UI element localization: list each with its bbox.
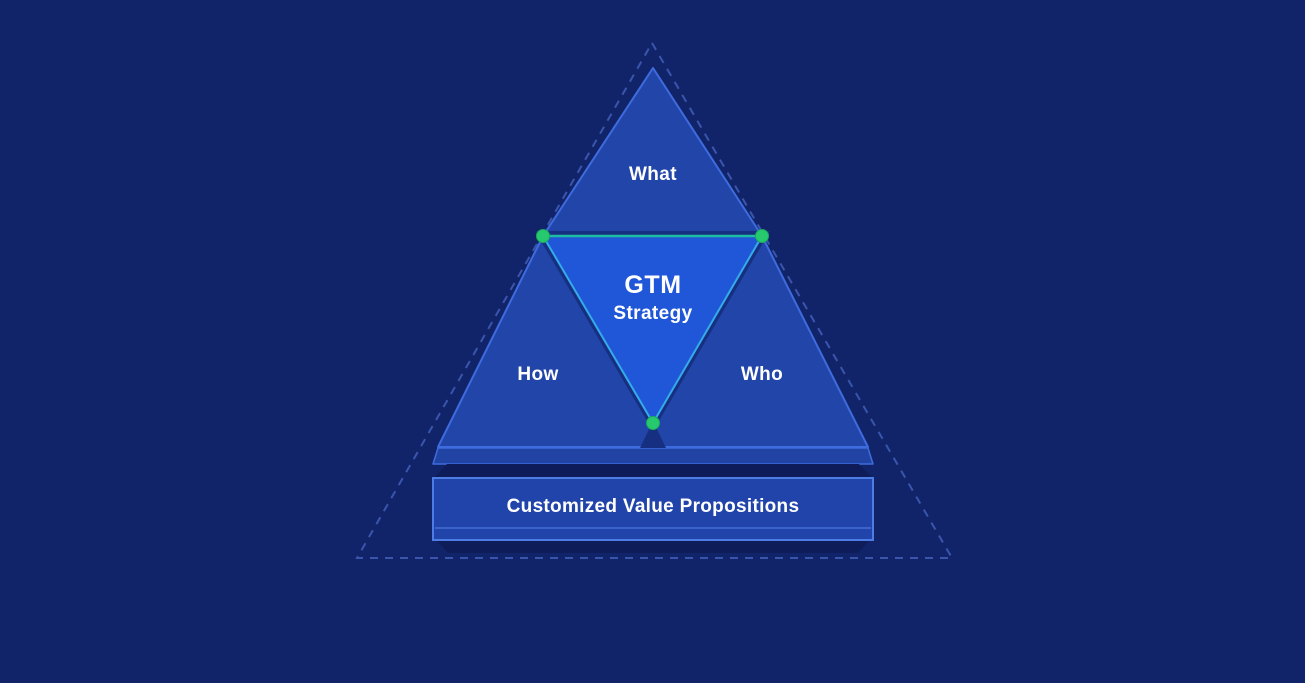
vertex-dot-right (755, 229, 769, 243)
value-propositions-bar (432, 477, 874, 541)
gtm-label: GTM (624, 271, 681, 299)
pyramid-base-strip (432, 447, 874, 465)
dashed-outline-triangle (355, 41, 954, 559)
who-label: Who (741, 364, 783, 385)
value-propositions-label: Customized Value Propositions (507, 496, 800, 517)
strategy-label: Strategy (613, 303, 692, 324)
bar-shadow (436, 540, 870, 553)
vertex-dot-left (536, 229, 550, 243)
upper-shadow-band (433, 464, 873, 479)
how-label: How (517, 364, 558, 385)
what-label: What (629, 164, 677, 185)
vertex-dot-bottom (646, 416, 660, 430)
center-fold-wedge (640, 421, 666, 448)
